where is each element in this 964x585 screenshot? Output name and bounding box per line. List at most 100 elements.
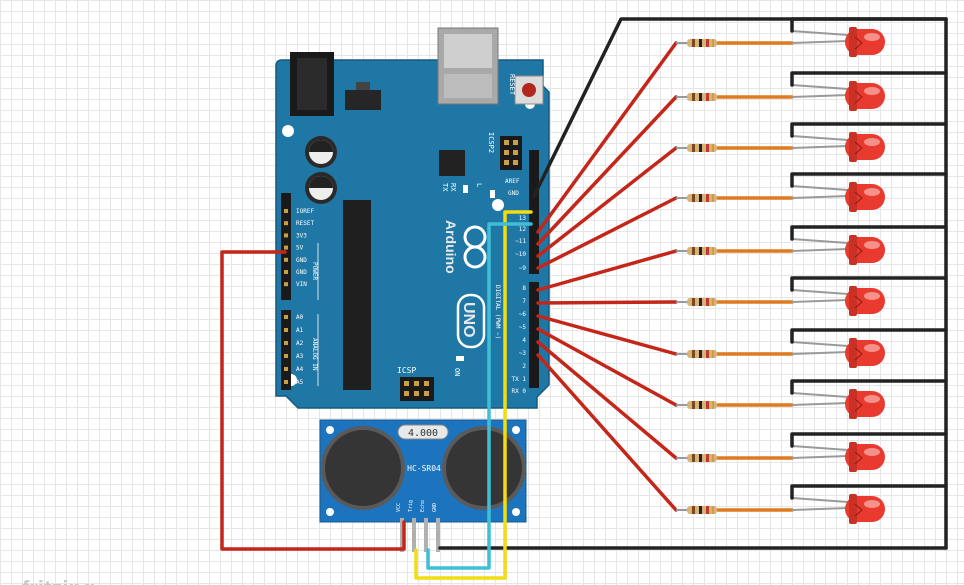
power-pin-label: GND <box>296 257 307 264</box>
led-lead <box>791 497 849 503</box>
led-lead <box>791 30 849 36</box>
crystal-oscillator <box>397 424 449 440</box>
led-signal-wire <box>536 300 678 305</box>
red-led <box>845 182 885 212</box>
usb-chip <box>439 150 465 176</box>
digital-pin-label: TX 1 <box>512 376 527 383</box>
sensor-pin-label: GND <box>432 503 438 512</box>
header-pin <box>284 245 288 250</box>
led-lead <box>791 145 849 149</box>
led-lead <box>791 135 849 141</box>
led-lead <box>791 238 849 244</box>
led-lead <box>791 402 849 406</box>
led-signal-wire <box>536 314 678 356</box>
icsp2-header <box>500 136 522 170</box>
sensor-pin-label: Trig <box>408 500 414 512</box>
digital-pin-label: 8 <box>522 285 526 292</box>
analog-pin-label: A4 <box>296 366 304 373</box>
header-pin <box>284 282 288 287</box>
rx-label: RX <box>449 183 457 192</box>
digital-pin-label: ~10 <box>515 251 526 258</box>
resistor <box>676 247 717 255</box>
led-array <box>676 27 885 524</box>
led-ground-wire <box>790 172 948 188</box>
digital-pin-label: ~3 <box>519 350 527 357</box>
led-signal-wire <box>536 146 678 258</box>
red-led <box>845 286 885 316</box>
analog-header <box>281 310 291 390</box>
header-pin <box>284 380 288 384</box>
reset-label: RESET <box>508 74 516 96</box>
red-led <box>845 235 885 265</box>
led-lead <box>791 455 849 459</box>
led-ground-wire <box>790 17 948 33</box>
digital-pin-label: 7 <box>522 298 526 305</box>
red-led <box>845 81 885 111</box>
icsp-label: ICSP <box>397 366 416 375</box>
analog-pin-label: A1 <box>296 327 304 334</box>
aref-label: AREF <box>505 178 520 185</box>
digital-header-low <box>529 282 539 388</box>
header-pin <box>284 270 288 274</box>
led-lead <box>791 445 849 451</box>
led-ground-wire <box>790 122 948 138</box>
led-signal-wire <box>536 196 678 270</box>
digital-label: DIGITAL (PWM ~) <box>494 285 501 339</box>
led-ground-wire <box>790 276 948 292</box>
red-led <box>845 389 885 419</box>
resistor <box>676 39 717 47</box>
led-ground-wire <box>790 432 948 448</box>
capacitor <box>305 172 337 204</box>
analog-pin-label: A5 <box>296 379 304 386</box>
header-pin <box>284 354 288 358</box>
digital-pin-label: ~5 <box>519 324 527 331</box>
digital-header-high <box>529 150 539 274</box>
icsp-header <box>400 377 434 401</box>
header-pin <box>284 367 288 371</box>
led-lead <box>791 94 849 98</box>
led-ground-wire <box>790 71 948 87</box>
led-lead <box>791 40 849 44</box>
led-lead <box>791 392 849 398</box>
vcc-wire <box>220 250 406 551</box>
l-led-label: L <box>475 183 483 187</box>
led-lead <box>791 507 849 511</box>
digital-pin-label: 2 <box>522 363 526 370</box>
led-ground-wire <box>790 379 948 395</box>
echo-wire <box>426 222 533 570</box>
led-lead <box>791 341 849 347</box>
resistor <box>676 506 717 514</box>
header-pin <box>284 315 288 319</box>
icsp2-label: ICSP2 <box>487 132 495 153</box>
power-pin-label: IOREF <box>296 208 314 215</box>
led-signal-wire <box>536 327 678 407</box>
led-lead <box>791 289 849 295</box>
power-pin-label: VIN <box>296 281 307 288</box>
gnd-label: GND <box>508 190 519 197</box>
fritzing-watermark: fritzing <box>22 576 95 585</box>
power-pin-label: 3V3 <box>296 232 307 239</box>
digital-pin-label: ~11 <box>515 238 526 245</box>
crystal-label: 4.000 <box>408 428 438 439</box>
analog-pin-label: A3 <box>296 353 304 360</box>
resistor <box>676 350 717 358</box>
digital-pin-label: 4 <box>522 337 526 344</box>
led-ground-wire <box>790 225 948 241</box>
model-label: UNO <box>460 302 477 338</box>
sensor-pin-header <box>400 518 440 552</box>
analog-pin-label: A0 <box>296 314 304 321</box>
digital-pin-label: 13 <box>519 215 527 222</box>
sensor-model-label: HC-SR04 <box>407 464 441 473</box>
led-signal-wire <box>536 95 678 246</box>
led-signal-wire <box>536 41 678 234</box>
sensor-pin-label: Echo <box>420 500 426 512</box>
header-pin <box>284 341 288 345</box>
arduino-infinity-logo <box>463 225 487 269</box>
digital-pin-label: RX 0 <box>512 388 527 395</box>
header-pin <box>284 221 288 226</box>
arduino-uno-board: RESET ICSP2 TX RX L <box>275 27 550 409</box>
digital-pin-label: ~9 <box>519 265 527 272</box>
digital-pin-label: 12 <box>519 226 527 233</box>
